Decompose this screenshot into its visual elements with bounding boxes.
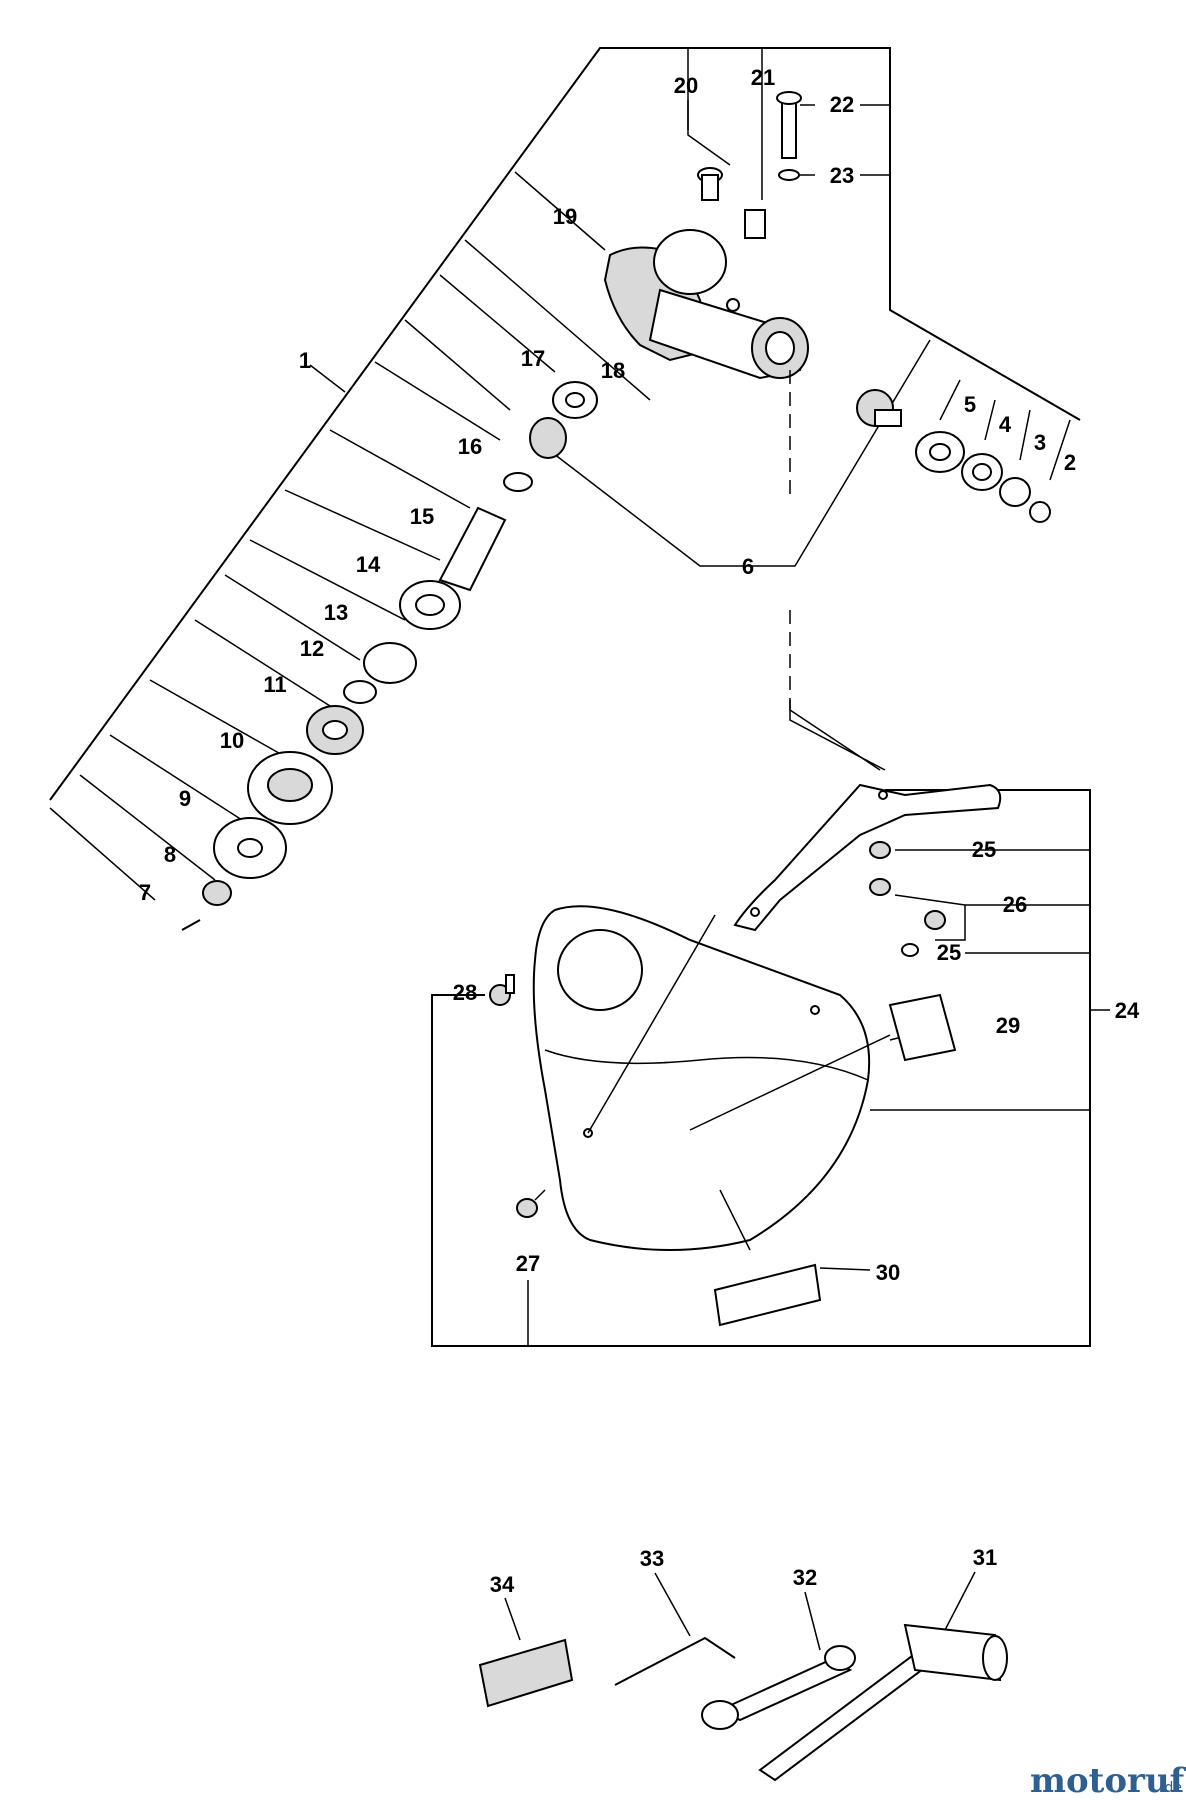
tools-group — [478, 1571, 1008, 1782]
manual-34 — [478, 1638, 574, 1708]
part-label: 8 — [164, 842, 176, 867]
part-label: 32 — [793, 1565, 817, 1590]
part-label: 17 — [521, 346, 545, 371]
part-label: 31 — [973, 1545, 997, 1570]
part-label: 14 — [356, 552, 381, 577]
watermark-brand: motoruf — [1030, 1761, 1186, 1800]
bracket-guard-outline — [431, 789, 1091, 1347]
wrench-32 — [717, 1658, 853, 1722]
part-label: 30 — [876, 1260, 900, 1285]
part-label: 33 — [640, 1546, 664, 1571]
part-label: 5 — [964, 392, 976, 417]
part-label: 27 — [516, 1251, 540, 1276]
bracket-gearhead-outline — [49, 47, 1081, 801]
part-label: 24 — [1115, 998, 1140, 1023]
part-label: 1 — [299, 348, 311, 373]
gear-housing — [603, 91, 809, 700]
part-label: 16 — [458, 434, 482, 459]
part-label: 25 — [972, 837, 996, 862]
part-label: 11 — [263, 672, 286, 697]
part-label: 28 — [453, 980, 477, 1005]
watermark-tld: .de — [1160, 1780, 1182, 1796]
part-label: 26 — [1003, 892, 1027, 917]
part-label: 22 — [830, 92, 854, 117]
part-label: 15 — [410, 504, 434, 529]
guard-group — [431, 700, 1110, 1347]
gear-head-group — [49, 47, 1081, 901]
label-sticker-29 — [888, 993, 957, 1062]
label-sticker-30 — [713, 1263, 822, 1327]
part-label: 9 — [179, 786, 191, 811]
part-label: 25 — [937, 940, 961, 965]
watermark: motoruf .de — [1030, 1761, 1186, 1800]
leader-6 — [544, 339, 931, 567]
part-label: 18 — [601, 358, 625, 383]
hex-key-33 — [614, 1636, 736, 1686]
drive-shaft-parts — [181, 381, 1051, 931]
part-label: 13 — [324, 600, 348, 625]
part-label: 34 — [490, 1572, 515, 1597]
part-label: 10 — [220, 728, 244, 753]
part-label: 7 — [139, 880, 151, 905]
part-label: 21 — [751, 65, 775, 90]
part-label: 4 — [999, 412, 1012, 437]
part-label: 23 — [830, 163, 854, 188]
part-label: 12 — [300, 636, 324, 661]
part-label: 3 — [1034, 430, 1046, 455]
part-label: 20 — [674, 73, 698, 98]
part-label: 19 — [553, 204, 577, 229]
part-label: 29 — [996, 1013, 1020, 1038]
part-label: 2 — [1064, 450, 1076, 475]
part-label: 6 — [742, 554, 754, 579]
